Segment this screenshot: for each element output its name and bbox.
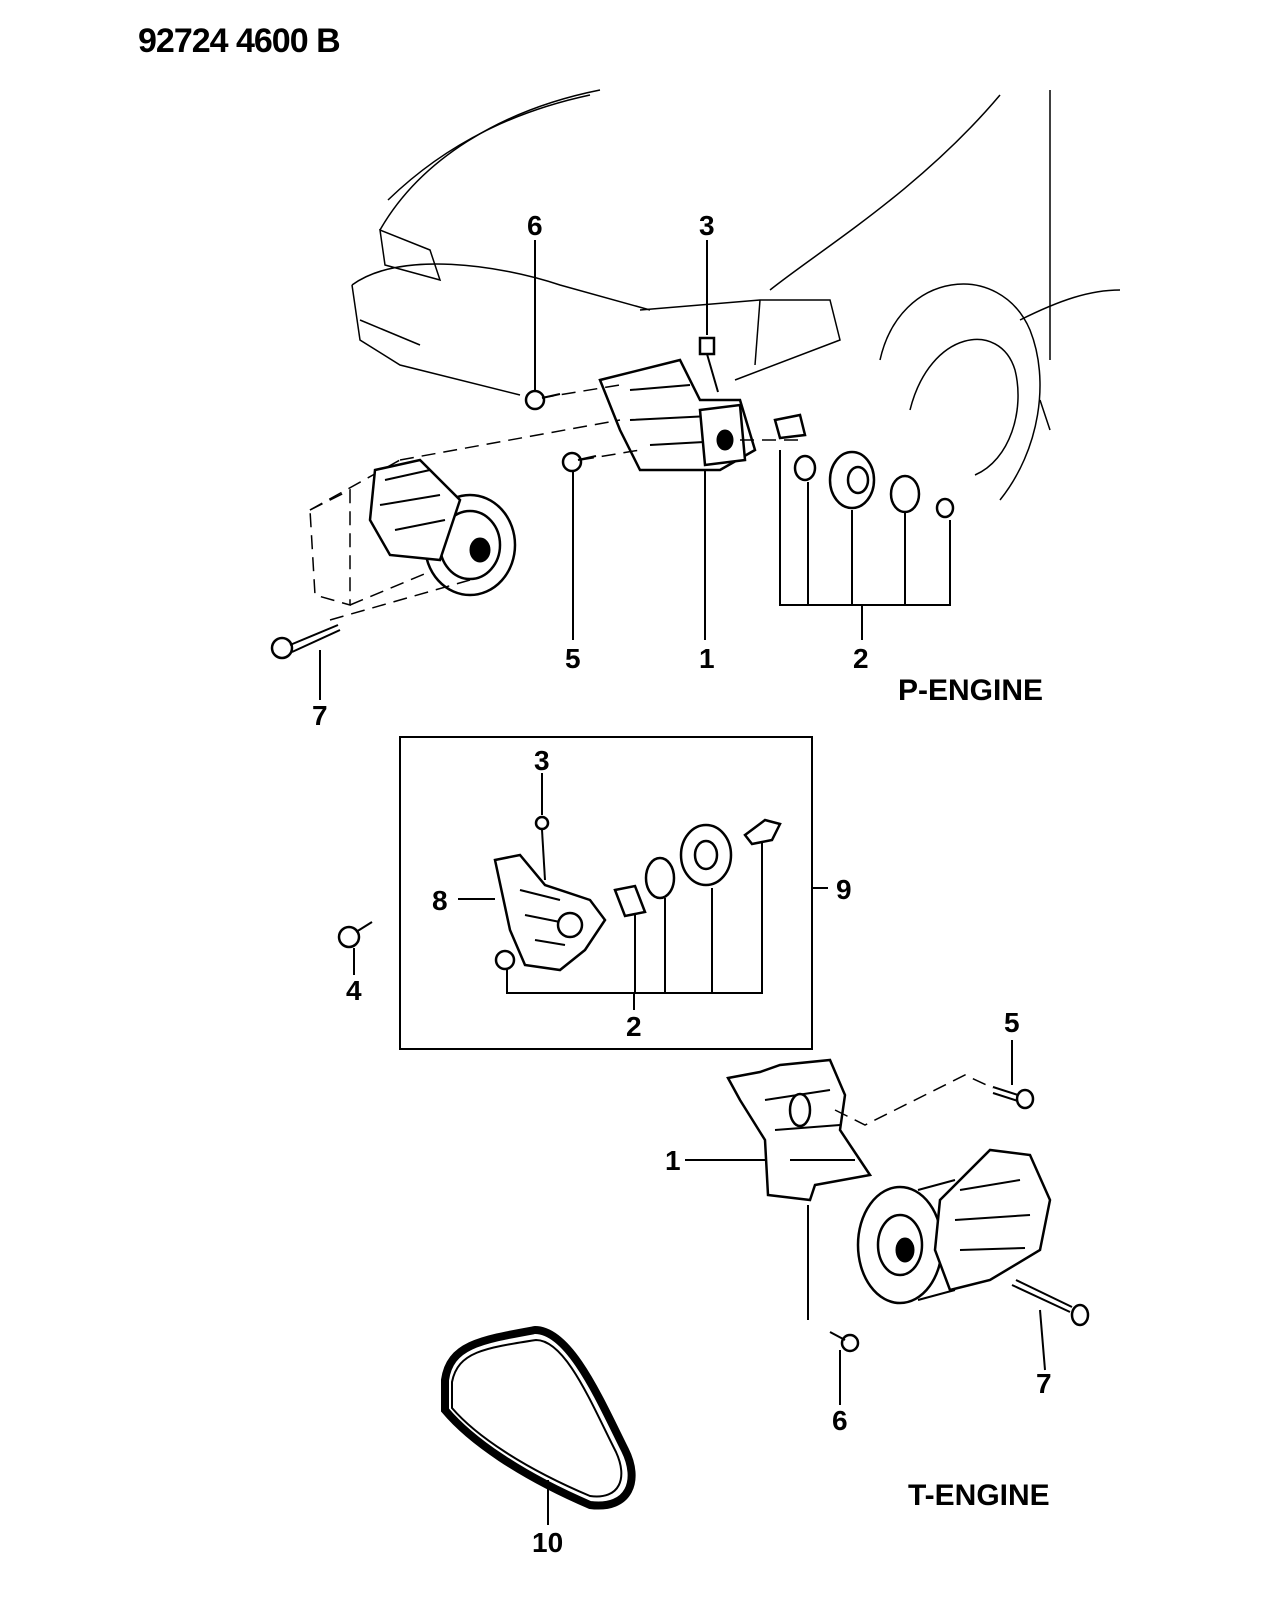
t-leaders bbox=[547, 1040, 1046, 1525]
p-engine-title: P-ENGINE bbox=[898, 674, 1043, 707]
t-callout-6: 6 bbox=[832, 1405, 848, 1436]
t-bolt-7 bbox=[1011, 1279, 1090, 1327]
p-compressor bbox=[309, 458, 517, 606]
p-callout-7: 7 bbox=[312, 700, 328, 731]
p-callout-2: 2 bbox=[853, 643, 869, 674]
t-bolt-5 bbox=[992, 1086, 1035, 1110]
kit-box bbox=[399, 736, 813, 1050]
kit-callout-2: 2 bbox=[626, 1011, 642, 1042]
t-callout-10: 10 bbox=[532, 1527, 563, 1558]
p-callout-5: 5 bbox=[565, 643, 581, 674]
t-callout-5: 5 bbox=[1004, 1007, 1020, 1038]
t-compressor bbox=[856, 1148, 1052, 1305]
car-body-outline bbox=[351, 89, 1121, 501]
t-engine-title: T-ENGINE bbox=[908, 1479, 1050, 1512]
t-bracket bbox=[726, 1058, 873, 1202]
kit-callout-4: 4 bbox=[346, 975, 362, 1006]
t-callout-7: 7 bbox=[1036, 1368, 1052, 1399]
t-callout-1: 1 bbox=[665, 1145, 681, 1176]
kit-bracket-8 bbox=[493, 853, 607, 972]
p-bolt-7 bbox=[270, 624, 341, 660]
p-callout-3: 3 bbox=[699, 210, 715, 241]
p-bolt-5 bbox=[561, 451, 597, 473]
kit-callout-9: 9 bbox=[836, 874, 852, 905]
p-bolt-3 bbox=[698, 336, 719, 393]
p-callout-6: 6 bbox=[527, 210, 543, 241]
p-leaders bbox=[319, 240, 951, 700]
p-bracket bbox=[598, 358, 757, 472]
p-callout-1: 1 bbox=[699, 643, 715, 674]
kit-callout-3: 3 bbox=[534, 745, 550, 776]
kit-callout-8: 8 bbox=[432, 885, 448, 916]
drawing-code: 92724 4600 B bbox=[138, 22, 340, 60]
kit-leaders bbox=[458, 773, 828, 1010]
kit-bolt-4 bbox=[337, 921, 373, 975]
kit-idler-parts bbox=[613, 818, 782, 918]
p-idler-parts bbox=[773, 413, 955, 519]
p-bolt-6 bbox=[524, 389, 561, 411]
t-bolt-6 bbox=[829, 1331, 860, 1353]
t-drive-belt bbox=[441, 1325, 636, 1510]
kit-bolt-3 bbox=[534, 815, 550, 881]
